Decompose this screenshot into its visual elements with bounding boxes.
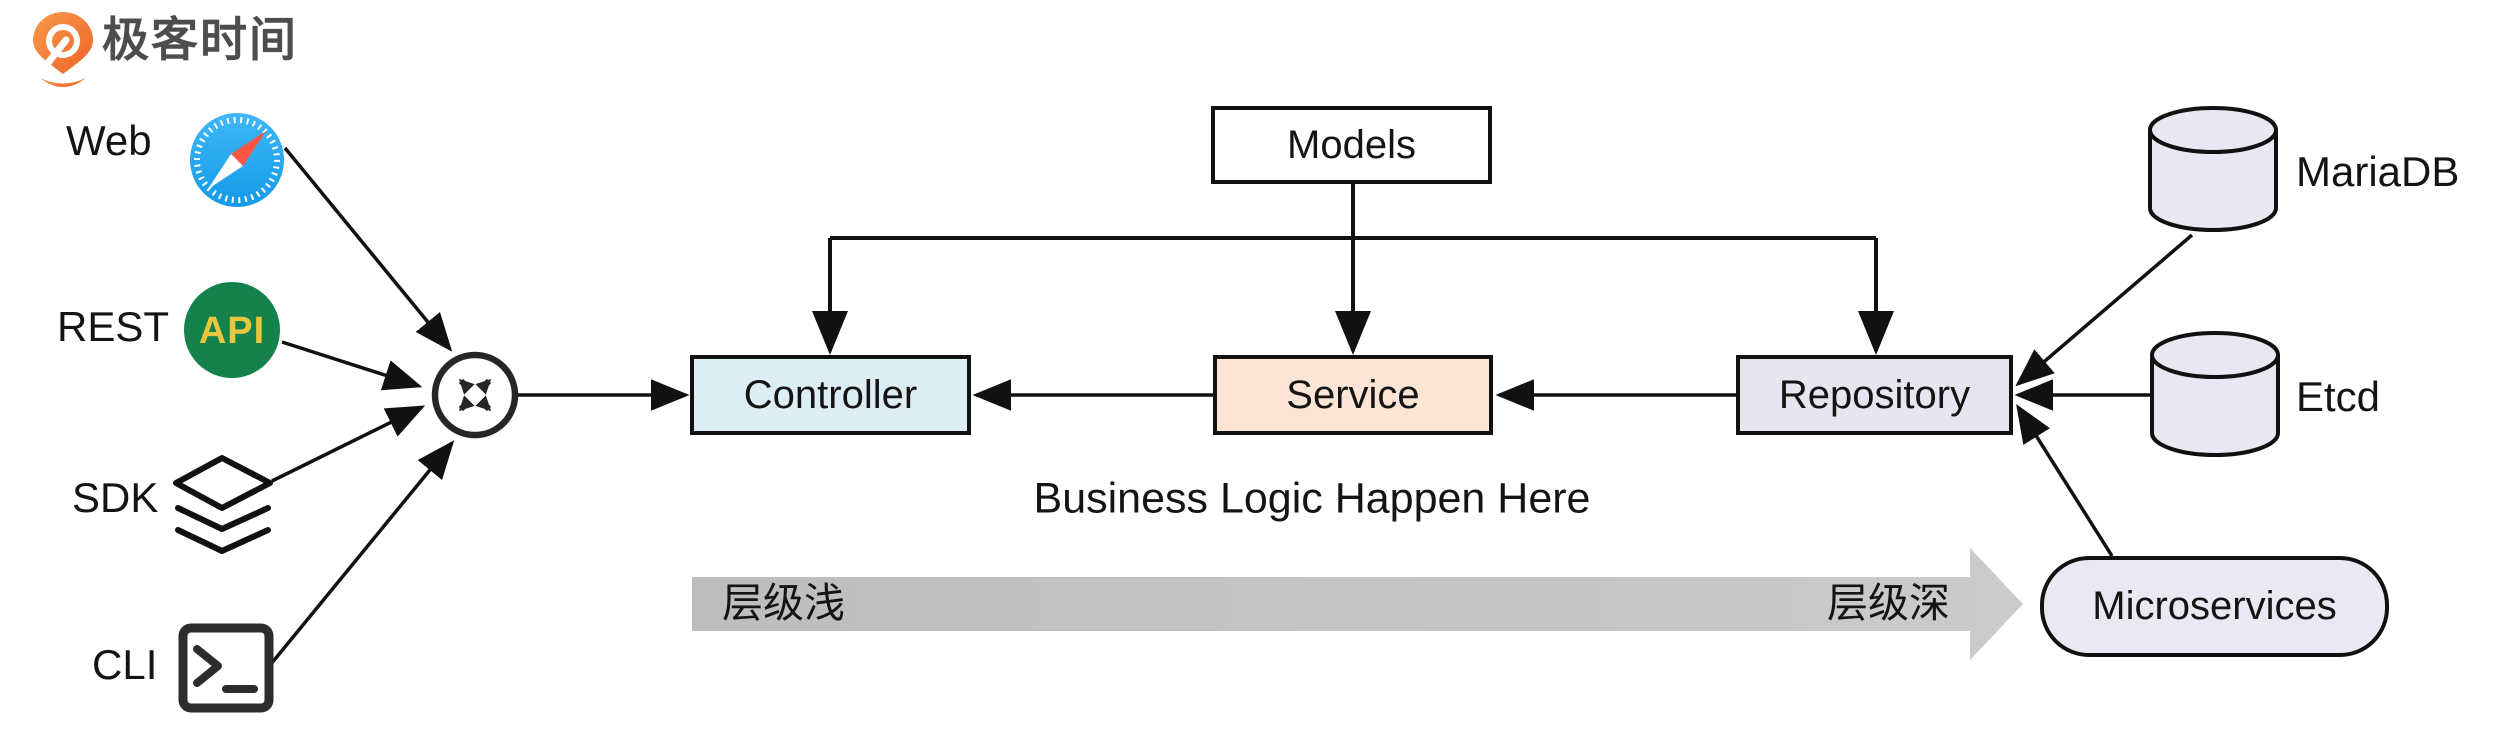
depth-axis-arrow [692, 548, 2023, 660]
models-fanout-connector [812, 182, 1894, 355]
depth-axis-label-deep: 层级深 [1827, 580, 1950, 626]
layers-stack-icon [173, 455, 273, 554]
terminal-icon [178, 623, 274, 713]
client-label-cli: CLI [92, 641, 158, 688]
arrow-microservices-to-repository [2016, 404, 2114, 557]
service-label: Service [1286, 372, 1420, 417]
etcd-cylinder-body [2150, 355, 2280, 457]
client-to-hub-arrows [269, 146, 455, 666]
safari-browser-icon [190, 113, 284, 207]
etcd-label: Etcd [2296, 373, 2381, 420]
client-label-rest: REST [57, 303, 170, 350]
etcd-cylinder-icon [2150, 331, 2280, 457]
arrow-mariadb-to-repository [2015, 233, 2194, 387]
client-label-sdk: SDK [72, 474, 159, 521]
repository-label: Repository [1778, 372, 1971, 417]
mariadb-cylinder-icon [2148, 106, 2278, 232]
arrow-web-to-hub [283, 146, 453, 352]
arrow-rest-to-hub [281, 340, 423, 391]
api-icon-text: API [198, 310, 266, 352]
api-badge-icon [184, 282, 280, 378]
mariadb-cylinder-body [2148, 130, 2278, 232]
arrow-sdk-to-hub [271, 405, 426, 483]
layer-flow-arrows [511, 233, 2194, 557]
service-box [1213, 355, 1493, 435]
router-crossroads-icon [431, 351, 519, 439]
repository-box [1736, 355, 2013, 435]
geektime-pin-icon [33, 12, 93, 87]
controller-box [690, 355, 971, 435]
depth-axis-label-shallow: 层级浅 [722, 580, 845, 626]
controller-label: Controller [743, 372, 918, 417]
microservices-label: Microservices [2092, 584, 2337, 628]
client-label-web: Web [66, 117, 152, 164]
models-label: Models [1287, 122, 1416, 167]
mariadb-label: MariaDB [2296, 148, 2460, 195]
microservices-box [2040, 556, 2389, 657]
mariadb-cylinder-top [2148, 106, 2278, 154]
models-box [1211, 106, 1492, 184]
etcd-cylinder-top [2150, 331, 2280, 379]
business-logic-annotation: Business Logic Happen Here [1033, 474, 1591, 523]
logo-text: 极客时间 [102, 13, 298, 66]
arrow-cli-to-hub [269, 440, 455, 666]
